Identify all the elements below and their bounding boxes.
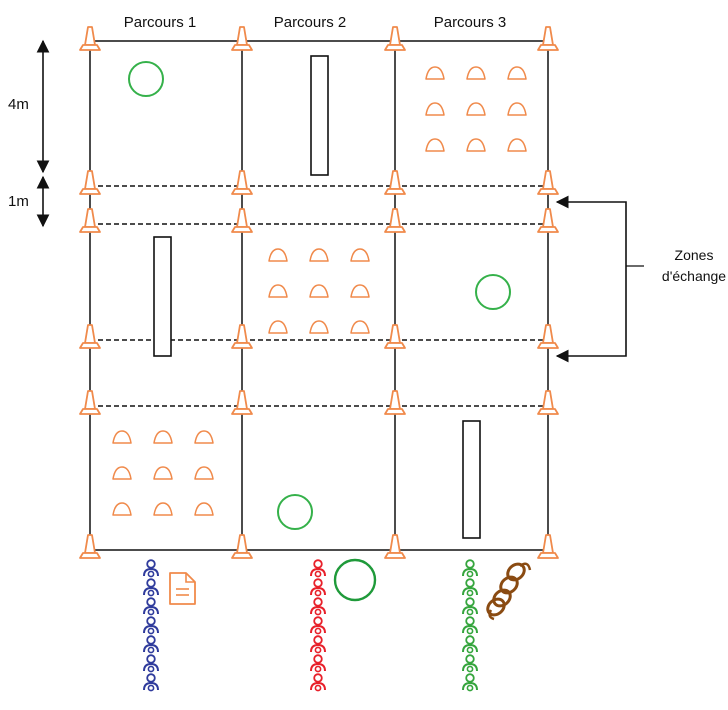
- player-icon: [143, 673, 159, 692]
- cone-icon: [384, 208, 406, 233]
- player-icon: [143, 616, 159, 635]
- player-icon: [462, 597, 478, 616]
- marker-cone-icon: [425, 66, 445, 80]
- marker-cone-icon: [350, 284, 370, 298]
- cone-icon: [537, 324, 559, 349]
- marker-cone-icon: [194, 502, 214, 516]
- marker-cone-icon: [466, 66, 486, 80]
- cone-icon: [231, 208, 253, 233]
- cone-icon: [79, 208, 101, 233]
- marker-cone-icon: [350, 248, 370, 262]
- marker-cone-icon: [425, 102, 445, 116]
- cone-icon: [384, 534, 406, 559]
- marker-cone-icon: [466, 102, 486, 116]
- marker-cone-icon: [112, 466, 132, 480]
- player-icon: [310, 578, 326, 597]
- marker-cone-icon: [466, 138, 486, 152]
- marker-cone-icon: [268, 320, 288, 334]
- exchange-zones-line1: Zones: [674, 247, 714, 263]
- cone-icon: [537, 208, 559, 233]
- hoop-icon: [475, 274, 511, 310]
- course-title-3: Parcours 3: [433, 14, 507, 31]
- hoop-icon: [277, 494, 313, 530]
- bench-bar: [153, 236, 172, 357]
- player-icon: [310, 616, 326, 635]
- rope-icon: [486, 562, 532, 621]
- cone-icon: [231, 390, 253, 415]
- cone-icon: [537, 534, 559, 559]
- cone-icon: [537, 390, 559, 415]
- marker-cone-icon: [309, 248, 329, 262]
- cone-icon: [79, 390, 101, 415]
- cone-icon: [79, 534, 101, 559]
- bench-bar: [462, 420, 481, 539]
- player-icon: [143, 597, 159, 616]
- cone-icon: [79, 324, 101, 349]
- exchange-zones-bracket: [555, 195, 627, 363]
- marker-cone-icon: [194, 466, 214, 480]
- marker-cone-icon: [507, 138, 527, 152]
- cone-icon: [384, 390, 406, 415]
- player-icon: [310, 635, 326, 654]
- player-icon: [143, 559, 159, 578]
- exchange-zones-label: Zones d'échange: [660, 245, 728, 287]
- player-icon: [462, 559, 478, 578]
- marker-cone-icon: [153, 502, 173, 516]
- lane-length-label: 4m: [8, 96, 29, 113]
- cone-icon: [384, 170, 406, 195]
- cone-icon: [231, 534, 253, 559]
- exchange-zones-line2: d'échange: [661, 268, 727, 284]
- cone-icon: [537, 26, 559, 51]
- bench-bar: [310, 55, 329, 176]
- cone-icon: [231, 26, 253, 51]
- marker-cone-icon: [350, 320, 370, 334]
- player-icon: [310, 654, 326, 673]
- player-icon: [143, 654, 159, 673]
- marker-cone-icon: [194, 430, 214, 444]
- team-queue-1: [143, 559, 159, 692]
- hoop-icon: [128, 61, 164, 97]
- marker-cone-icon: [309, 284, 329, 298]
- player-icon: [462, 673, 478, 692]
- player-icon: [310, 673, 326, 692]
- marker-cone-icon: [268, 284, 288, 298]
- cone-icon: [537, 170, 559, 195]
- marker-cone-icon: [153, 466, 173, 480]
- course-title-1: Parcours 1: [123, 14, 197, 31]
- player-icon: [143, 578, 159, 597]
- marker-cone-icon: [507, 102, 527, 116]
- cone-icon: [384, 324, 406, 349]
- cone-icon: [231, 170, 253, 195]
- marker-cone-icon: [153, 430, 173, 444]
- marker-cone-icon: [507, 66, 527, 80]
- player-icon: [310, 597, 326, 616]
- exchange-length-label: 1m: [8, 193, 29, 210]
- cone-icon: [79, 170, 101, 195]
- player-icon: [462, 578, 478, 597]
- team-queue-3: [462, 559, 478, 692]
- document-icon: [169, 572, 196, 605]
- player-icon: [462, 635, 478, 654]
- marker-cone-icon: [112, 502, 132, 516]
- marker-cone-icon: [268, 248, 288, 262]
- player-icon: [143, 635, 159, 654]
- course-title-2: Parcours 2: [273, 14, 347, 31]
- team-queue-2: [310, 559, 326, 692]
- marker-cone-icon: [425, 138, 445, 152]
- player-icon: [462, 616, 478, 635]
- cone-icon: [384, 26, 406, 51]
- player-icon: [462, 654, 478, 673]
- cone-icon: [79, 26, 101, 51]
- player-icon: [310, 559, 326, 578]
- cone-icon: [231, 324, 253, 349]
- marker-cone-icon: [112, 430, 132, 444]
- hoop-item-icon: [333, 558, 377, 602]
- marker-cone-icon: [309, 320, 329, 334]
